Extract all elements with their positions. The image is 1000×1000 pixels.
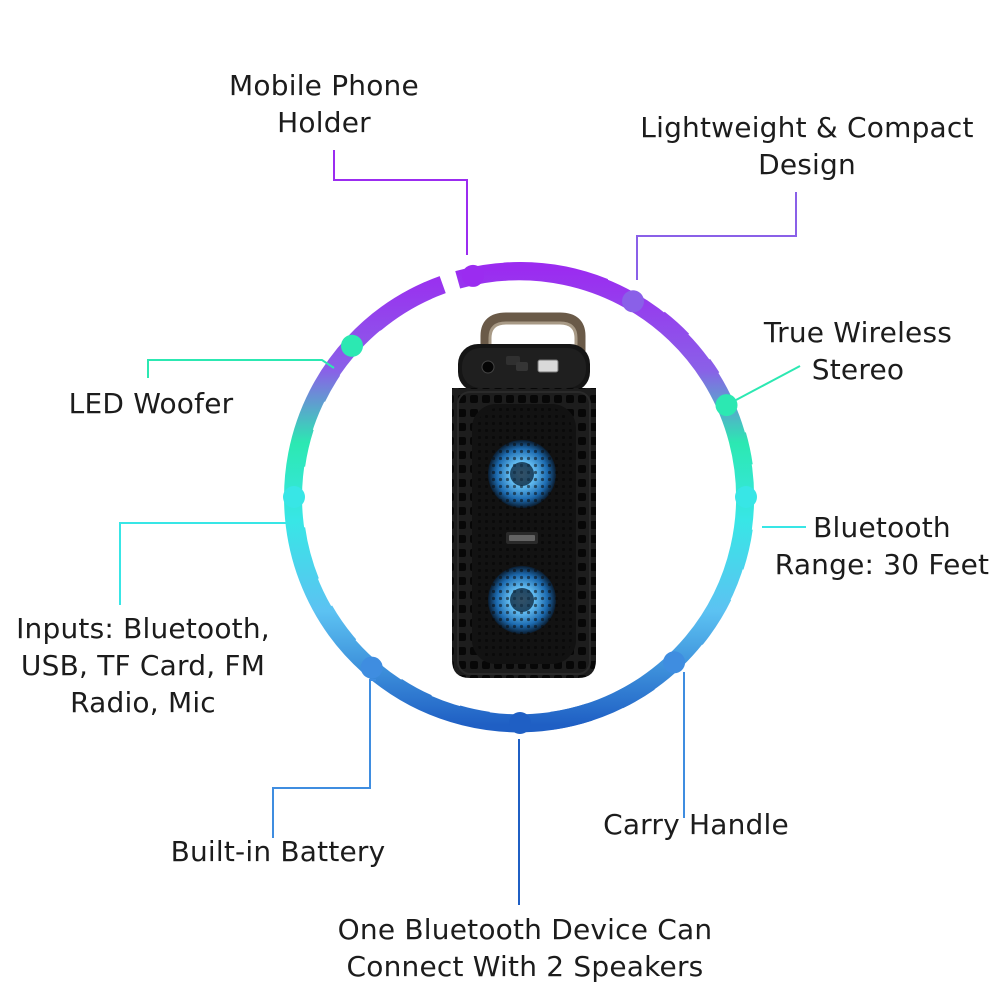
phone-holder-dot: [462, 264, 484, 287]
connector-lines: [119, 150, 806, 905]
connector-line: [333, 150, 468, 255]
label-carry-handle: Carry Handle: [590, 806, 802, 843]
label-tws: True Wireless Stereo: [748, 314, 968, 388]
label-line: Stereo: [811, 353, 905, 386]
label-line: Lightweight & Compact: [640, 111, 974, 144]
label-line: Connect With 2 Speakers: [346, 950, 704, 983]
label-pairing: One Bluetooth Device Can Connect With 2 …: [318, 911, 732, 985]
label-bluetooth-range: Bluetooth Range: 30 Feet: [766, 509, 998, 583]
tws-dot: [715, 394, 738, 417]
label-line: True Wireless: [763, 316, 953, 349]
label-line: Built-in Battery: [170, 835, 386, 868]
label-line: Holder: [277, 106, 371, 139]
connector-line: [119, 522, 296, 605]
label-line: Inputs: Bluetooth,: [16, 612, 270, 645]
label-battery: Built-in Battery: [158, 833, 398, 870]
pairing-dot: [509, 712, 531, 734]
led-woofer-dot: [341, 334, 363, 357]
label-led-woofer: LED Woofer: [56, 385, 246, 422]
ring-segment: [503, 262, 609, 296]
label-line: Mobile Phone: [229, 69, 419, 102]
label-compact-design: Lightweight & Compact Design: [622, 109, 992, 183]
connector-line: [272, 679, 376, 838]
connector-line: [735, 365, 801, 401]
connector-line: [636, 192, 797, 280]
inputs-dot: [283, 486, 305, 508]
speaker-image: [452, 312, 596, 678]
label-line: Radio, Mic: [70, 686, 216, 719]
label-inputs: Inputs: Bluetooth, USB, TF Card, FM Radi…: [8, 610, 278, 721]
label-line: Carry Handle: [603, 808, 789, 841]
bluetooth-range-dot: [735, 486, 757, 508]
carry-handle-dot: [663, 651, 686, 674]
label-line: LED Woofer: [68, 387, 234, 420]
label-line: One Bluetooth Device Can: [337, 913, 713, 946]
label-line: USB, TF Card, FM: [20, 649, 266, 682]
connector-line: [147, 359, 335, 378]
feature-ring: [284, 262, 754, 733]
ring-segment: [284, 262, 754, 733]
feature-dots: [283, 264, 757, 734]
label-line: Bluetooth: [813, 511, 951, 544]
label-line: Range: 30 Feet: [774, 548, 990, 581]
label-phone-holder: Mobile Phone Holder: [214, 67, 434, 141]
compact-design-dot: [622, 290, 644, 313]
battery-dot: [360, 656, 383, 679]
label-line: Design: [758, 148, 856, 181]
